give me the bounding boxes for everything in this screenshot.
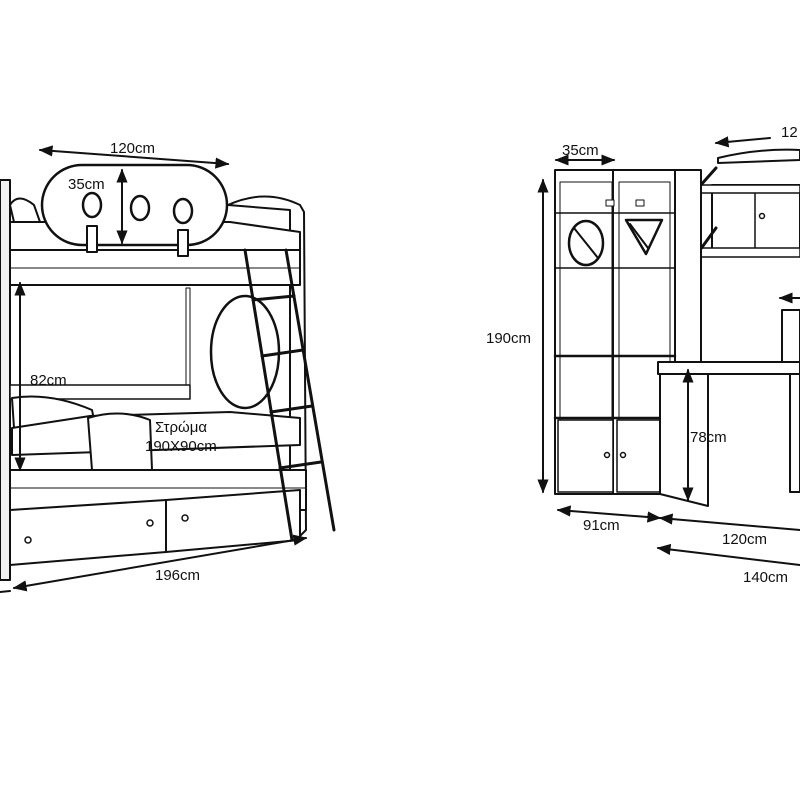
bookcase-door-1 [557,419,614,493]
drawer-1 [9,499,167,566]
top-pillow [9,197,41,223]
shelf-depth-label: 35cm [562,142,599,159]
desk-width-label: 120cm [722,531,767,548]
wall-shelf-top [717,148,800,164]
headboard-clip-2 [177,229,189,257]
desk-top [657,361,800,375]
monitor-stand [781,309,800,363]
headboard-clip-1 [86,225,98,253]
bookcase-width-label: 91cm [583,517,620,534]
ladder-rail-left [243,248,294,542]
wall-cabinet [711,184,800,251]
porthole-1 [81,191,103,219]
porthole-3 [172,197,194,225]
mattress-size-label: 190X90cm [145,438,217,455]
desk-right-leg [789,373,800,493]
lower-mattress [11,411,301,456]
wall-shelf-width-label: 12 [781,124,798,141]
headboard-width-label: 120cm [110,140,155,157]
triangle-cutout [624,218,664,256]
bunk-bed: 120cm 35cm 82cm Στρώμα 190X90cm 196cm [0,140,336,593]
desk-height-label: 78cm [690,429,727,446]
porthole-2 [129,194,151,222]
bookcase-height-label: 190cm [486,330,531,347]
bed-length-label: 196cm [155,567,200,584]
total-width-label: 140cm [743,569,788,586]
bed-left-post [0,179,11,581]
headboard-height-label: 35cm [68,176,105,193]
mattress-label: Στρώμα [155,419,207,436]
clearance-height-label: 82cm [30,372,67,389]
study-unit: 35cm 190cm 78cm 91cm 120cm 140cm 12 [486,124,800,586]
